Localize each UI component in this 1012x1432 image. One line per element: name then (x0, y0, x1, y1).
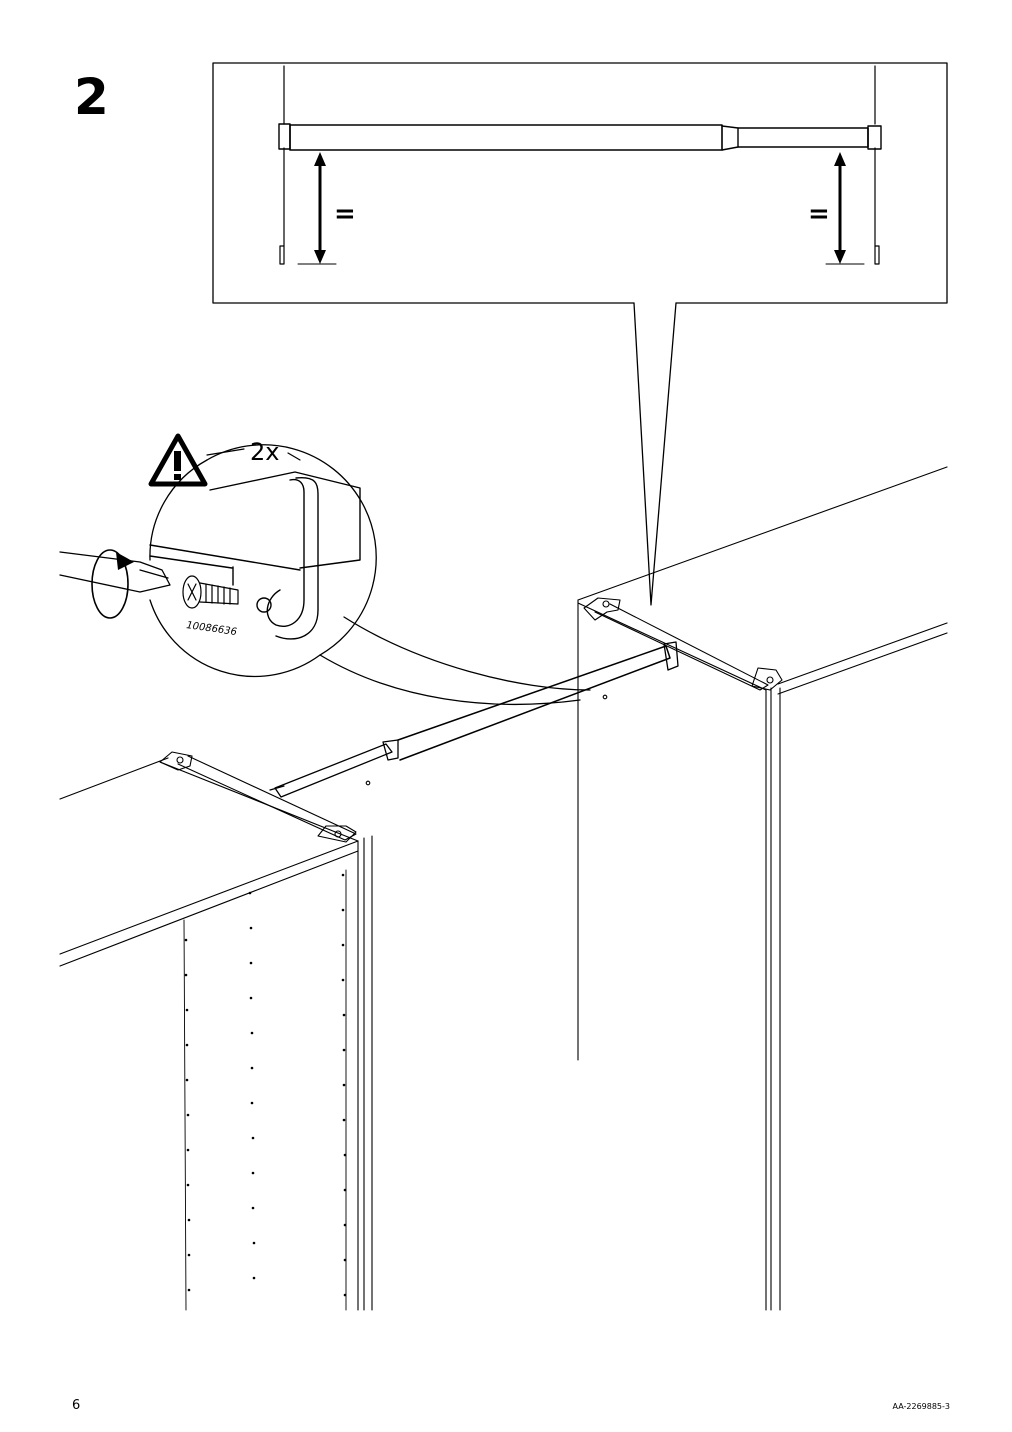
bracket-closeup (149, 471, 361, 640)
equal-mark-left: = (334, 199, 356, 229)
equal-mark-right: = (808, 199, 830, 229)
clothes-rail (269, 641, 679, 798)
warning-triangle-icon (148, 433, 208, 487)
part-number-label: 10086636 (186, 620, 238, 638)
step-number: 2 (74, 68, 109, 126)
page-number: 6 (72, 1398, 81, 1413)
rail-detail (278, 65, 882, 265)
screw-icon (182, 575, 239, 609)
screwdriver-icon (59, 549, 171, 619)
left-cabinet (59, 751, 373, 1311)
quantity-label: 2x (250, 438, 279, 466)
right-cabinet (577, 466, 948, 1311)
document-code: AA-2269885-3 (892, 1402, 950, 1411)
magnifier-callout (149, 444, 591, 706)
detail-box (212, 62, 948, 606)
